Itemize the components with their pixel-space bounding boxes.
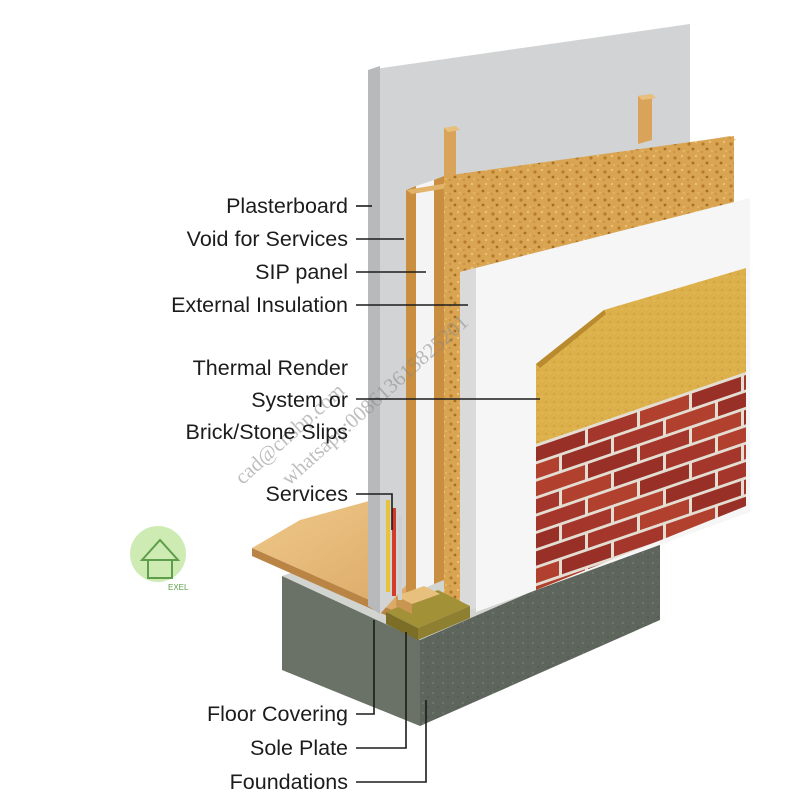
brick	[640, 464, 689, 496]
brick	[588, 412, 637, 444]
brick	[640, 394, 689, 426]
sole-plate	[386, 586, 470, 640]
label-sole-plate: Sole Plate	[250, 736, 348, 760]
brick	[744, 428, 746, 460]
labels: Plasterboard Void for Services SIP panel…	[171, 194, 348, 794]
brick	[536, 526, 559, 558]
brick	[692, 481, 741, 513]
label-floor-covering: Floor Covering	[207, 702, 348, 726]
brick	[536, 499, 585, 531]
label-plasterboard: Plasterboard	[226, 194, 348, 218]
logo-text: EXEL	[168, 583, 189, 592]
brick	[692, 411, 741, 443]
leader-lines	[356, 205, 540, 783]
services-cables	[386, 500, 402, 600]
brick	[744, 393, 746, 425]
brick	[562, 543, 611, 575]
brick	[562, 508, 611, 540]
brick	[744, 498, 746, 530]
brick	[718, 385, 746, 417]
brick	[666, 507, 715, 539]
brick	[588, 516, 637, 548]
brick	[666, 403, 715, 435]
sip-panel	[406, 136, 736, 616]
brick	[640, 498, 689, 531]
brick	[692, 376, 741, 408]
brick	[718, 454, 746, 486]
brick	[536, 560, 559, 590]
brick	[666, 472, 715, 504]
label-services: Services	[266, 482, 348, 506]
brick	[718, 420, 746, 452]
label-thermal-render-line3: Brick/Stone Slips	[185, 420, 348, 444]
brick	[536, 465, 585, 497]
brick	[536, 456, 559, 488]
brick	[614, 420, 663, 453]
service-battens	[444, 94, 656, 180]
brick	[614, 455, 663, 487]
label-thermal-render-line2: System or	[251, 388, 348, 412]
brick	[614, 525, 663, 557]
brick	[692, 446, 741, 478]
label-foundations: Foundations	[230, 770, 348, 794]
brick	[666, 437, 715, 470]
thermal-render	[536, 268, 746, 444]
brick	[588, 447, 637, 479]
brick	[640, 429, 689, 461]
brick	[536, 491, 559, 523]
label-sip-panel: SIP panel	[255, 260, 348, 284]
brick	[588, 481, 637, 514]
brick	[536, 430, 585, 462]
label-void-for-services: Void for Services	[187, 227, 348, 251]
label-external-insulation: External Insulation	[171, 293, 348, 317]
brick	[744, 372, 746, 391]
brick	[744, 463, 746, 495]
label-thermal-render-line1: Thermal Render	[193, 356, 348, 380]
brick	[536, 534, 585, 566]
brick	[562, 473, 611, 505]
brick	[562, 438, 611, 470]
exel-logo: EXEL	[130, 526, 189, 592]
brick	[614, 490, 663, 522]
